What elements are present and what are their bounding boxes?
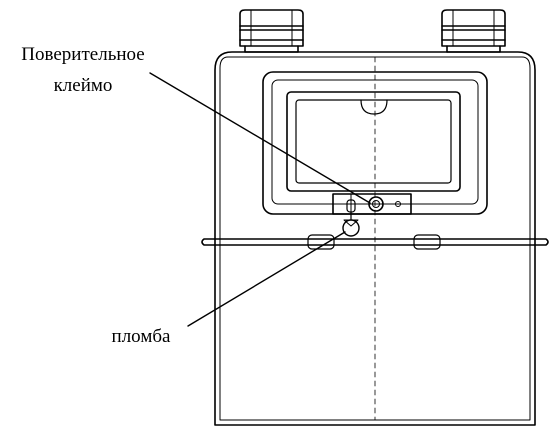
verification-stamp-label-line1: Поверительное — [21, 44, 145, 65]
verification-stamp-label-line2: клеймо — [53, 75, 113, 96]
seal-pin — [342, 199, 360, 237]
right-connector-nut — [441, 9, 506, 53]
leader-line-stamp — [149, 72, 371, 204]
leader-line-seal — [187, 231, 346, 327]
seal-label: пломба — [111, 326, 171, 347]
mounting-rail — [201, 234, 549, 250]
left-connector-nut — [239, 9, 304, 53]
stamp-plate — [332, 193, 412, 215]
